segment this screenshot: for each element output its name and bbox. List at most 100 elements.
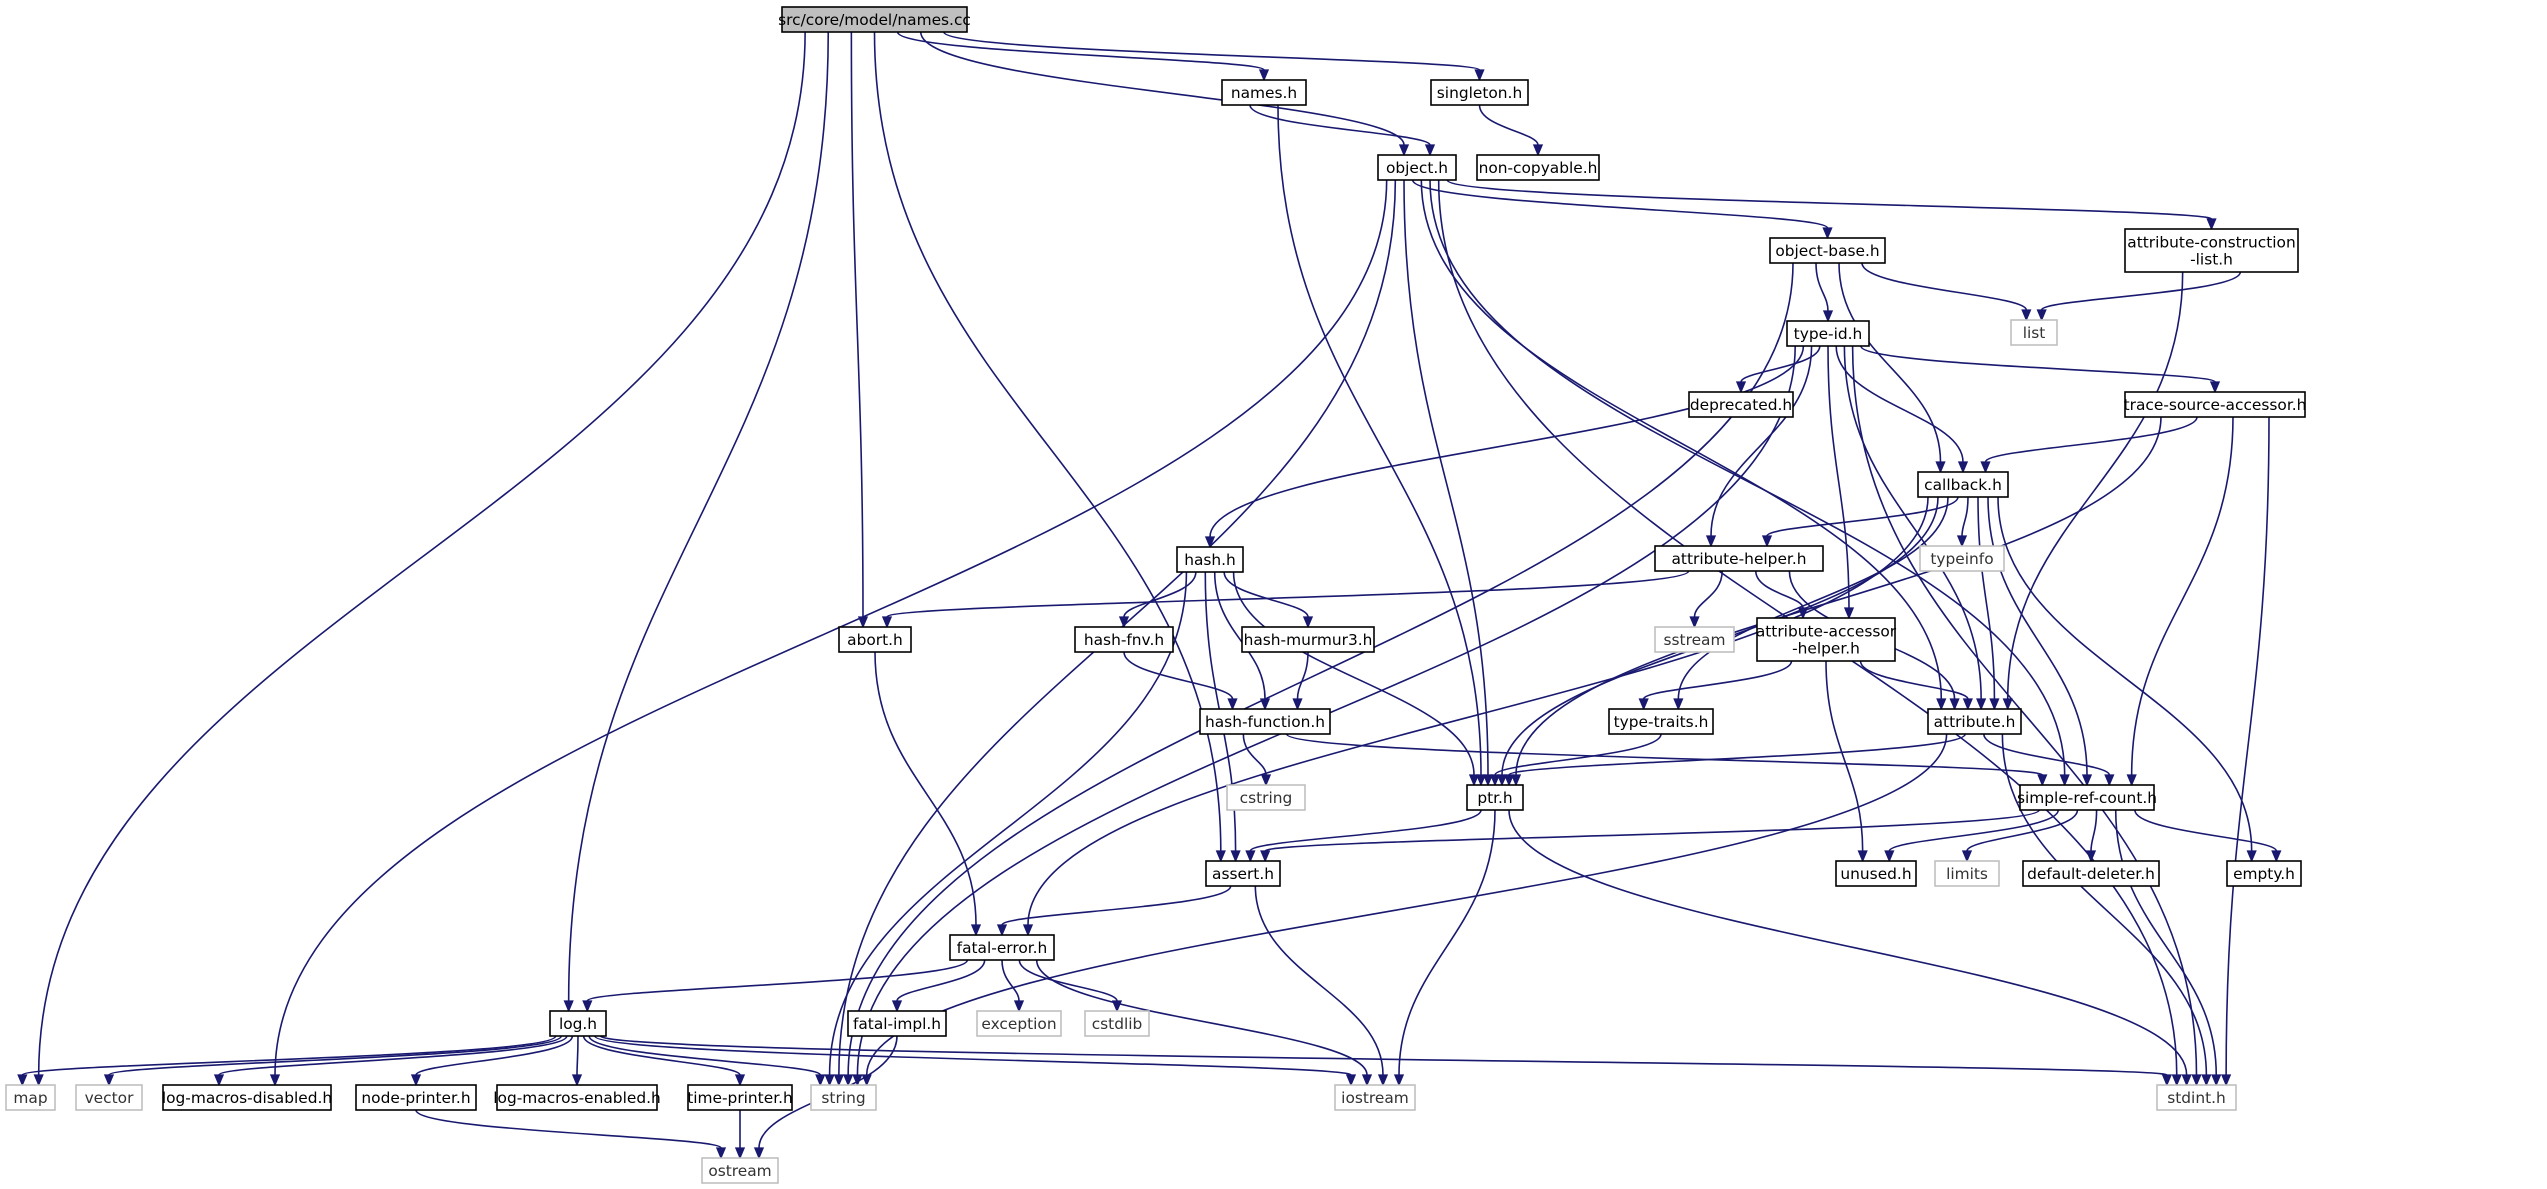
- header-node[interactable]: ptr.h: [1466, 784, 1524, 811]
- header-node[interactable]: hash-fnv.h: [1074, 626, 1174, 653]
- edge-line: [1213, 571, 1266, 700]
- header-node[interactable]: type-id.h: [1786, 320, 1870, 347]
- header-node[interactable]: default-deleter.h: [2022, 860, 2160, 887]
- node-label: abort.h: [847, 631, 903, 649]
- node-label: -helper.h: [1792, 640, 1860, 658]
- edge-line: [1027, 496, 1929, 926]
- edge-attr_acc_helper_h-to-type_traits_h: [1638, 660, 1793, 711]
- header-node[interactable]: log.h: [549, 1010, 607, 1037]
- header-node[interactable]: trace-source-accessor.h: [2124, 391, 2307, 418]
- edge-attribute_h-to-stdint_h: [2001, 733, 2212, 1087]
- edge-line: [896, 959, 986, 1002]
- system-header-node: vector: [75, 1084, 143, 1111]
- node-box: [162, 1084, 332, 1111]
- node-box: [1654, 626, 1735, 653]
- header-node[interactable]: attribute-accessor-helper.h: [1756, 617, 1897, 662]
- node-box: [976, 1010, 1062, 1037]
- edge-line: [588, 1035, 822, 1076]
- header-node[interactable]: abort.h: [838, 626, 912, 653]
- node-box: [1176, 546, 1244, 573]
- header-node[interactable]: deprecated.h: [1688, 391, 1794, 418]
- arrowhead-icon: [1503, 774, 1515, 787]
- header-node[interactable]: singleton.h: [1430, 79, 1529, 106]
- arrowhead-icon: [833, 1074, 844, 1087]
- header-node[interactable]: names.h: [1221, 79, 1307, 106]
- node-box: [1377, 154, 1457, 181]
- arrowhead-icon: [734, 1147, 746, 1160]
- edge-log_h-to-map: [17, 1035, 557, 1087]
- node-box: [687, 1084, 793, 1111]
- arrowhead-icon: [1989, 698, 2000, 711]
- edge-line: [1642, 660, 1793, 700]
- edge-line: [1740, 345, 1821, 383]
- header-node[interactable]: hash.h: [1176, 546, 1244, 573]
- header-node[interactable]: node-printer.h: [355, 1084, 477, 1111]
- arrowhead-icon: [1215, 850, 1226, 863]
- arrowhead-icon: [843, 1074, 854, 1087]
- system-header-node: limits: [1934, 860, 2000, 887]
- node-box: [1927, 708, 2022, 735]
- edge-hash_fnv_h-to-hash_function_h: [1123, 651, 1238, 711]
- header-node[interactable]: time-printer.h: [687, 1084, 793, 1111]
- header-node[interactable]: unused.h: [1835, 860, 1917, 887]
- arrowhead-icon: [1377, 1074, 1389, 1087]
- edge-callback_h-to-empty_h: [1997, 496, 2257, 863]
- node-label: hash.h: [1184, 551, 1236, 569]
- arrowhead-icon: [1258, 69, 1270, 82]
- arrowhead-icon: [1393, 1074, 1405, 1087]
- header-node[interactable]: log-macros-enabled.h: [493, 1084, 661, 1111]
- edge-type_traits_h-to-ptr_h: [1489, 733, 1662, 787]
- edge-line: [1859, 660, 1969, 700]
- arrowhead-icon: [1797, 607, 1809, 620]
- header-node[interactable]: object.h: [1377, 154, 1457, 181]
- arrowhead-icon: [1822, 310, 1834, 323]
- header-node[interactable]: attribute-construction-list.h: [2124, 228, 2299, 273]
- header-node[interactable]: attribute.h: [1927, 708, 2022, 735]
- edge-line: [1403, 179, 1489, 776]
- node-label: attribute-helper.h: [1672, 550, 1807, 568]
- node-label: default-deleter.h: [2027, 865, 2155, 883]
- header-node[interactable]: fatal-error.h: [949, 934, 1055, 961]
- header-node[interactable]: simple-ref-count.h: [2017, 784, 2157, 811]
- edge-line: [1984, 416, 2198, 463]
- edge-line: [2114, 809, 2218, 1076]
- edge-attr_constr_list_h-to-attribute_h: [2002, 271, 2184, 711]
- arrowhead-icon: [269, 1074, 281, 1087]
- arrowhead-icon: [1474, 69, 1485, 82]
- edge-callback_h-to-typeinfo: [1956, 496, 1969, 548]
- header-node[interactable]: attribute-helper.h: [1654, 545, 1824, 572]
- edge-hash_h-to-ptr_h: [1232, 571, 1480, 787]
- header-node[interactable]: object-base.h: [1769, 237, 1886, 264]
- edge-line: [21, 1035, 557, 1076]
- system-header-node: stdint.h: [2156, 1084, 2237, 1111]
- edge-line: [1961, 496, 1969, 537]
- node-label: type-traits.h: [1614, 713, 1709, 731]
- header-node[interactable]: hash-function.h: [1199, 708, 1331, 735]
- arrowhead-icon: [1230, 850, 1241, 863]
- edge-type_id_h-to-hash_h: [1204, 345, 1805, 549]
- node-label: object-base.h: [1775, 242, 1879, 260]
- arrowhead-icon: [1956, 535, 1968, 548]
- edge-assert_h-to-fatal_error_h: [996, 885, 1232, 937]
- arrowhead-icon: [1884, 850, 1895, 863]
- arrowhead-icon: [996, 924, 1008, 937]
- edge-object_h-to-log_macros_disabled_h: [269, 179, 1388, 1087]
- edge-callback_h-to-type_traits_h: [1673, 496, 1949, 711]
- header-node[interactable]: empty.h: [2226, 860, 2302, 887]
- header-node[interactable]: type-traits.h: [1608, 708, 1714, 735]
- node-label: stdint.h: [2167, 1089, 2226, 1107]
- arrowhead-icon: [2209, 381, 2221, 394]
- header-node[interactable]: non-copyable.h: [1476, 154, 1600, 181]
- arrowhead-icon: [1227, 698, 1238, 711]
- arrowhead-icon: [1475, 774, 1487, 787]
- header-node[interactable]: log-macros-disabled.h: [162, 1084, 332, 1111]
- node-box: [1786, 320, 1870, 347]
- header-node[interactable]: fatal-impl.h: [847, 1010, 947, 1037]
- header-node[interactable]: hash-murmur3.h: [1241, 626, 1375, 653]
- node-label: attribute-accessor: [1756, 623, 1897, 641]
- header-node[interactable]: assert.h: [1205, 860, 1281, 887]
- header-node[interactable]: callback.h: [1917, 471, 2009, 498]
- edge-line: [828, 571, 1188, 1076]
- edge-line: [2040, 271, 2242, 311]
- arrowhead-icon: [571, 1074, 583, 1087]
